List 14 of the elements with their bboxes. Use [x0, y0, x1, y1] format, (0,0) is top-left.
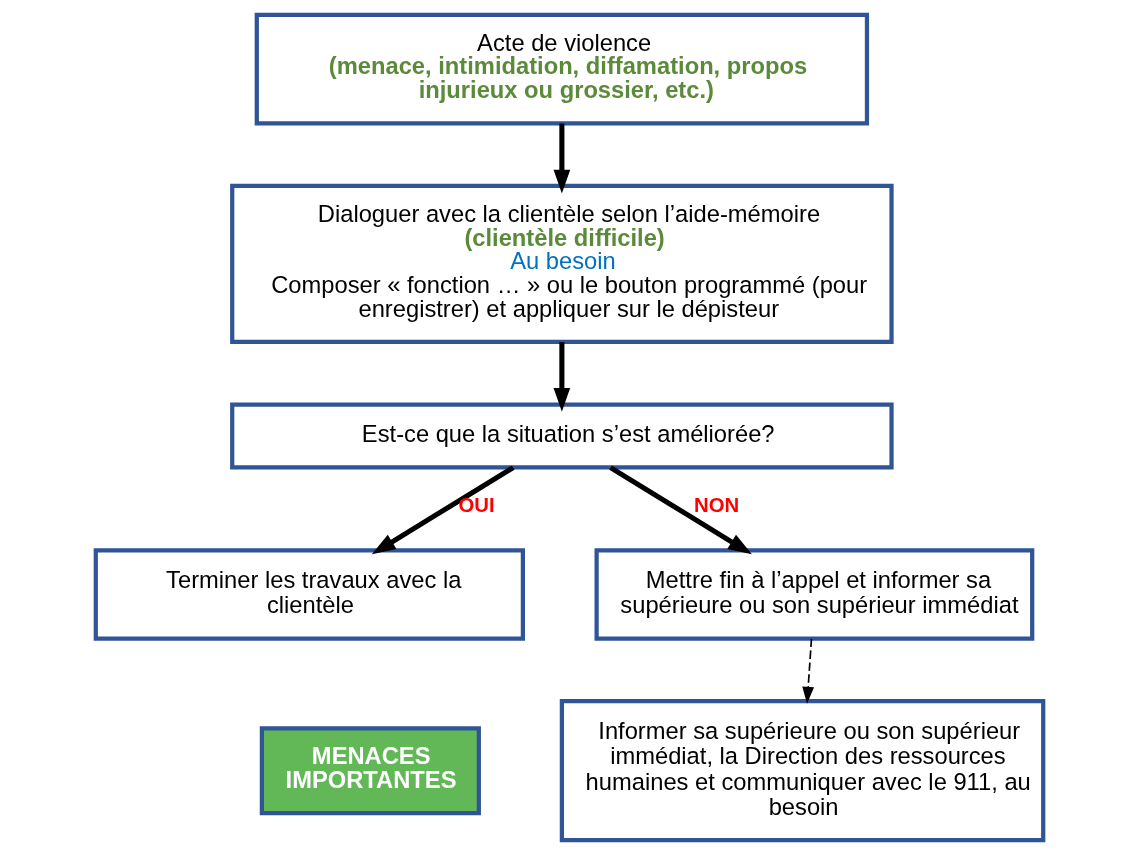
node-box: Mettre fin à l’appel et informer sa supérieure ou son supérieur immédiat	[594, 548, 1035, 641]
arrow	[609, 465, 752, 555]
node-box: Acte de violence (menace, intimidation, diffamation, propos injurieux ou grossier, etc.)	[254, 12, 870, 126]
arrow	[371, 465, 515, 555]
arrow	[553, 342, 571, 412]
arrow	[802, 638, 815, 704]
node-box: MENACES IMPORTANTES	[259, 726, 481, 816]
node-box: Dialoguer avec la clientèle selon l’aide-mémoire (clientèle difficile) Au besoin Composer « fonction … » ou le bouton programmé (pour enregistrer) et appliquer sur le dépisteur	[230, 183, 894, 345]
node-box: Informer sa supérieure ou son supérieur immédiat, la Direction des ressources humaines et communiquer avec le 911, au besoin	[559, 699, 1046, 843]
edge-label: OUI	[458, 494, 495, 517]
edge-label: NON	[694, 494, 740, 517]
node-box: Terminer les travaux avec la clientèle	[93, 548, 525, 641]
node-box: Est-ce que la situation s’est améliorée?	[230, 402, 894, 470]
arrow	[553, 123, 571, 194]
